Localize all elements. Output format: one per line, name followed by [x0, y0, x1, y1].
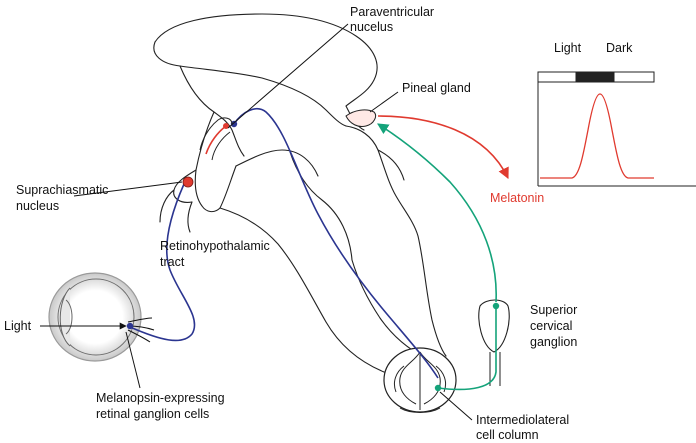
label-melatonin: Melatonin — [490, 191, 544, 205]
label-retinohypothalamic-tract: Retinohypothalamic tract — [160, 239, 273, 269]
iml-pointer — [439, 391, 473, 421]
label-superior-cervical-ganglion: Superior cervical ganglion — [530, 303, 581, 349]
label-pineal-gland: Pineal gland — [402, 81, 471, 95]
superior-cervical-ganglion — [478, 299, 510, 386]
pvn-neuron-dot — [230, 120, 238, 128]
spinal-cord-section — [383, 347, 457, 413]
light-dark-inset: Light Dark — [537, 41, 696, 187]
iml-to-scg-pathway — [437, 308, 497, 391]
light-period-bar-right — [613, 71, 655, 83]
pineal-gland — [345, 109, 377, 127]
label-intermediolateral-cell-column: Intermediolateral cell column — [476, 413, 573, 442]
retinal-ganglion-cell-dot — [126, 322, 134, 330]
pvn-pointer — [227, 23, 349, 129]
scg-dot — [492, 302, 500, 310]
eye — [48, 272, 155, 362]
label-paraventricular: Paraventricular nucelus — [350, 5, 438, 34]
scn-pointer — [73, 181, 183, 197]
label-light: Light — [4, 319, 32, 333]
retinohypothalamic-pathway — [129, 183, 196, 342]
brain-outline — [153, 13, 447, 373]
pineal-pointer — [369, 91, 399, 113]
scg-to-pineal-pathway — [377, 123, 497, 303]
melatonin-curve — [540, 93, 654, 179]
scn-dot — [182, 176, 194, 188]
label-suprachiasmatic-nucleus: Suprachiasmatic nucleus — [16, 183, 112, 213]
inset-dark-label: Dark — [606, 41, 633, 55]
dark-period-bar — [575, 71, 615, 83]
inset-light-label: Light — [554, 41, 582, 55]
mrgc-pointer — [125, 331, 141, 389]
pvn-red-dot — [223, 123, 229, 129]
label-melanopsin-rgc: Melanopsin-expressing retinal ganglion c… — [96, 391, 228, 421]
iml-dot — [434, 384, 442, 392]
light-period-bar-left — [537, 71, 577, 83]
paraventricular-descending-pathway — [233, 108, 439, 379]
melatonin-release-arrow — [377, 115, 509, 180]
